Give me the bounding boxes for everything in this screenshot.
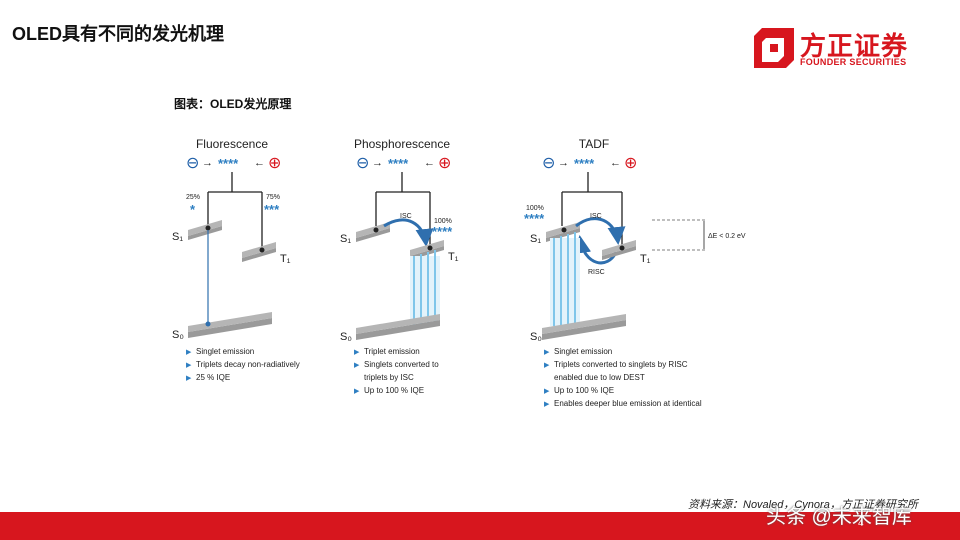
arrow-left-icon: ← xyxy=(610,157,621,169)
oled-mechanism-diagram: Fluorescence ⊖ → **** ← ⊕ 25% * 75% *** … xyxy=(172,137,746,408)
bullet-text: triplets by ISC xyxy=(364,373,414,382)
bullet-icon: ▶ xyxy=(544,388,550,395)
footer-bar xyxy=(0,512,960,540)
arrow-right-icon: → xyxy=(202,157,213,169)
s0-label: S₀ xyxy=(172,329,184,341)
logo-text-en: FOUNDER SECURITIES xyxy=(800,57,907,67)
bullet-icon: ▶ xyxy=(354,388,360,395)
s0-label: S₀ xyxy=(340,331,352,343)
bullet-text: 25 % IQE xyxy=(196,373,230,382)
delta-e-label: ΔE < 0.2 eV xyxy=(708,233,746,240)
plus-icon: ⊕ xyxy=(268,155,281,172)
s1-label: S₁ xyxy=(530,233,541,245)
arrow-right-icon: → xyxy=(558,157,569,169)
isc-label: ISC xyxy=(590,213,602,220)
t1-label: T₁ xyxy=(448,251,459,263)
panel-fluorescence: Fluorescence ⊖ → **** ← ⊕ 25% * 75% *** … xyxy=(172,137,300,382)
triplet-pct: 75% xyxy=(266,194,280,201)
founder-logo: 方正证券 FOUNDER SECURITIES xyxy=(752,26,917,70)
arrow-right-icon: → xyxy=(372,157,383,169)
exciton-stars: **** xyxy=(218,156,239,171)
minus-icon: ⊖ xyxy=(542,155,555,172)
arrow-left-icon: ← xyxy=(254,157,265,169)
bullet-text: Up to 100 % IQE xyxy=(554,386,614,395)
bullet-icon: ▶ xyxy=(186,349,192,356)
logo-mark-icon xyxy=(754,28,794,68)
plus-icon: ⊕ xyxy=(624,155,637,172)
s1-label: S₁ xyxy=(172,231,183,243)
bullet-icon: ▶ xyxy=(544,349,550,356)
bullet-text: Singlets converted to xyxy=(364,360,439,369)
bullet-text: Up to 100 % IQE xyxy=(364,386,424,395)
minus-icon: ⊖ xyxy=(356,155,369,172)
s0-level xyxy=(356,320,440,340)
panel-title: Phosphorescence xyxy=(354,137,450,151)
bullet-text: Enables deeper blue emission at identica… xyxy=(554,399,702,408)
t1-level xyxy=(602,246,636,260)
logo-text-cn: 方正证券 xyxy=(800,31,909,61)
s0-level xyxy=(188,318,272,338)
s0-label: S₀ xyxy=(530,331,542,343)
exciton-stars: **** xyxy=(388,156,409,171)
t1-label: T₁ xyxy=(640,253,651,265)
bullet-text: Triplets converted to singlets by RISC xyxy=(554,360,688,369)
bullet-text: Triplets decay non-radiatively xyxy=(196,360,300,369)
source-note: 资料来源：Novaled，Cynora，方正证券研究所 xyxy=(688,499,918,511)
isc-label: ISC xyxy=(400,213,412,220)
bullet-icon: ▶ xyxy=(544,401,550,408)
figure-caption: 图表：OLED发光原理 xyxy=(174,97,292,111)
bullet-text: Triplet emission xyxy=(364,347,420,356)
singlet-stars: **** xyxy=(524,211,545,226)
bullet-icon: ▶ xyxy=(186,362,192,369)
watermark: 头条 @未来智库 xyxy=(766,506,912,528)
singlet-star: * xyxy=(190,202,196,217)
triplet-pct: 100% xyxy=(434,218,452,225)
singlet-pct: 25% xyxy=(186,194,200,201)
s1-label: S₁ xyxy=(340,233,351,245)
arrow-left-icon: ← xyxy=(424,157,435,169)
panel-title: TADF xyxy=(579,137,609,151)
bullet-icon: ▶ xyxy=(354,362,360,369)
bullet-icon: ▶ xyxy=(186,375,192,382)
singlet-pct: 100% xyxy=(526,205,544,212)
triplet-stars: *** xyxy=(264,202,280,217)
t1-label: T₁ xyxy=(280,253,291,265)
bullet-text: Singlet emission xyxy=(196,347,254,356)
bullet-icon: ▶ xyxy=(544,362,550,369)
panel-title: Fluorescence xyxy=(196,137,268,151)
panel-tadf: TADF ⊖ → **** ← ⊕ 100% **** S₁ ISC RISC … xyxy=(524,137,746,408)
s1-level xyxy=(188,226,222,240)
exciton-stars: **** xyxy=(574,156,595,171)
t1-level xyxy=(242,248,276,262)
risc-label: RISC xyxy=(588,269,605,276)
s1-level xyxy=(356,228,390,242)
page-title: OLED具有不同的发光机理 xyxy=(12,24,225,44)
bullet-text: enabled due to low DEST xyxy=(554,373,645,382)
bullet-icon: ▶ xyxy=(354,349,360,356)
page-number: 4 xyxy=(858,518,864,529)
panel-phosphorescence: Phosphorescence ⊖ → **** ← ⊕ 100% **** S… xyxy=(340,137,459,395)
minus-icon: ⊖ xyxy=(186,155,199,172)
triplet-stars: **** xyxy=(432,224,453,239)
s0-level xyxy=(542,320,626,340)
plus-icon: ⊕ xyxy=(438,155,451,172)
bullet-text: Singlet emission xyxy=(554,347,612,356)
